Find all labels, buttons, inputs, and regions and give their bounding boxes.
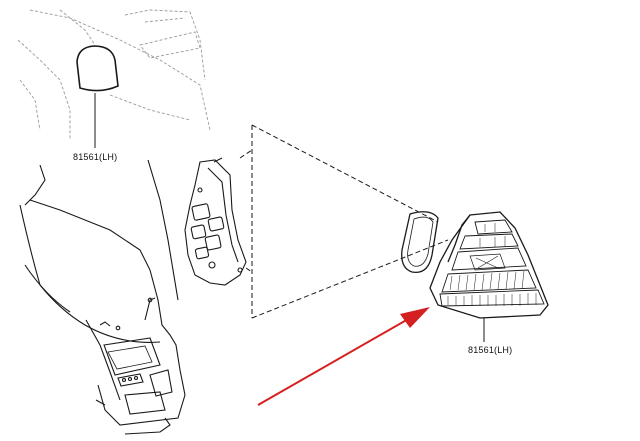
tail-lamp-top-inset — [76, 45, 119, 148]
exploded-projection-lines — [239, 124, 449, 319]
part-number-label-right: 81561(LH) — [468, 345, 513, 355]
lamp-mount-bracket — [184, 157, 247, 286]
red-arrow-head — [400, 307, 430, 328]
lamp-gasket — [401, 211, 439, 274]
quarter-panel-body — [19, 159, 186, 435]
tail-lamp-assembly — [429, 211, 549, 342]
part-number-label-top: 81561(LH) — [73, 152, 118, 162]
red-arrow — [257, 307, 430, 406]
vehicle-rear-inset — [17, 9, 211, 140]
